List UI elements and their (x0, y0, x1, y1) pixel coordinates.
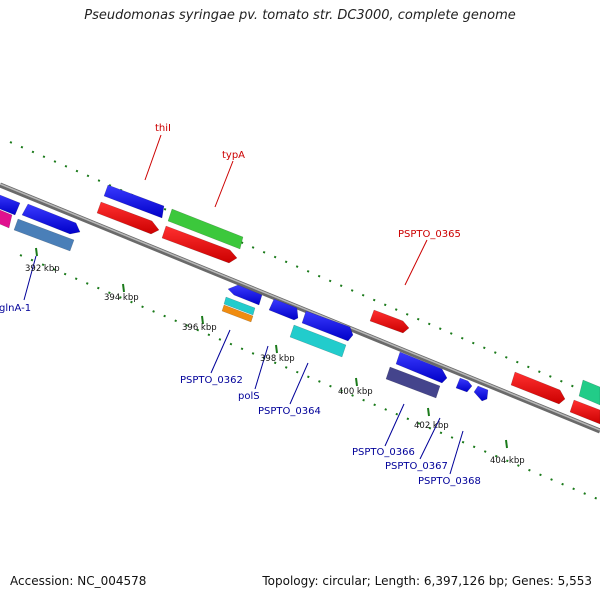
gene-label-pspto-0366: PSPTO_0366 (352, 447, 415, 458)
tick-label: 392 kbp (25, 264, 60, 274)
gene-label-pspto-0362: PSPTO_0362 (180, 375, 243, 386)
gene-arrow-cyan (223, 296, 256, 316)
gene-arrow-blue (268, 298, 299, 321)
gene-arrow-red (161, 225, 238, 264)
callout-lines (23, 134, 464, 475)
gene-label-pspto-0368: PSPTO_0368 (418, 476, 481, 487)
gene-arrow-blue (0, 194, 21, 216)
gene-label-glna: glnA-1 (0, 303, 31, 314)
gene-arrow-orange (221, 304, 254, 323)
map-title: Pseudomonas syringae pv. tomato str. DC3… (84, 8, 516, 23)
gene-arrow-blue (455, 377, 473, 393)
gene-arrow-blue (473, 385, 489, 402)
gene-label-pspto-0365: PSPTO_0365 (398, 229, 461, 240)
gene-labels: thiI typA PSPTO_0365 glnA-1 PSPTO_0362 p… (0, 123, 481, 487)
scale-tick-labels: 392 kbp 394 kbp 396 kbp 398 kbp 400 kbp … (25, 264, 525, 466)
tick-label: 396 kbp (182, 323, 217, 333)
gene-arrow-darkslate (385, 366, 441, 399)
gene-arrow-cyan (289, 324, 347, 358)
gene-arrows (0, 184, 600, 425)
gene-arrow-red (510, 371, 566, 405)
gene-label-thii: thiI (155, 123, 171, 134)
gene-arrow-blue (103, 184, 165, 219)
gene-arrow-red (569, 399, 600, 425)
major-tick-marks (35, 247, 508, 449)
gene-arrow-blue (21, 203, 81, 235)
tick-label: 402 kbp (414, 421, 449, 431)
genome-backbone (0, 182, 600, 434)
genome-summary-text: Topology: circular; Length: 6,397,126 bp… (262, 574, 592, 588)
gene-arrow-green (578, 379, 600, 406)
gene-label-pspto-0367: PSPTO_0367 (385, 461, 448, 472)
tick-label: 404 kbp (490, 456, 525, 466)
gene-arrow-blue (395, 351, 448, 384)
tick-label: 398 kbp (260, 354, 295, 364)
gene-arrow-blue (301, 310, 354, 342)
gene-arrow-steelblue (13, 218, 75, 252)
gene-label-pols: polS (238, 391, 260, 402)
tick-label: 394 kbp (104, 293, 139, 303)
gene-arrow-blue (227, 284, 263, 306)
gene-arrow-red (369, 309, 410, 334)
gene-label-typa: typA (222, 150, 245, 161)
gene-arrow-red (96, 201, 160, 235)
tick-label: 400 kbp (338, 387, 373, 397)
accession-text: Accession: NC_004578 (10, 574, 147, 588)
gene-label-pspto-0364: PSPTO_0364 (258, 406, 321, 417)
outer-tick-row (9, 141, 600, 399)
gene-arrow-green (167, 208, 244, 250)
gene-arrow-pink (0, 209, 13, 229)
